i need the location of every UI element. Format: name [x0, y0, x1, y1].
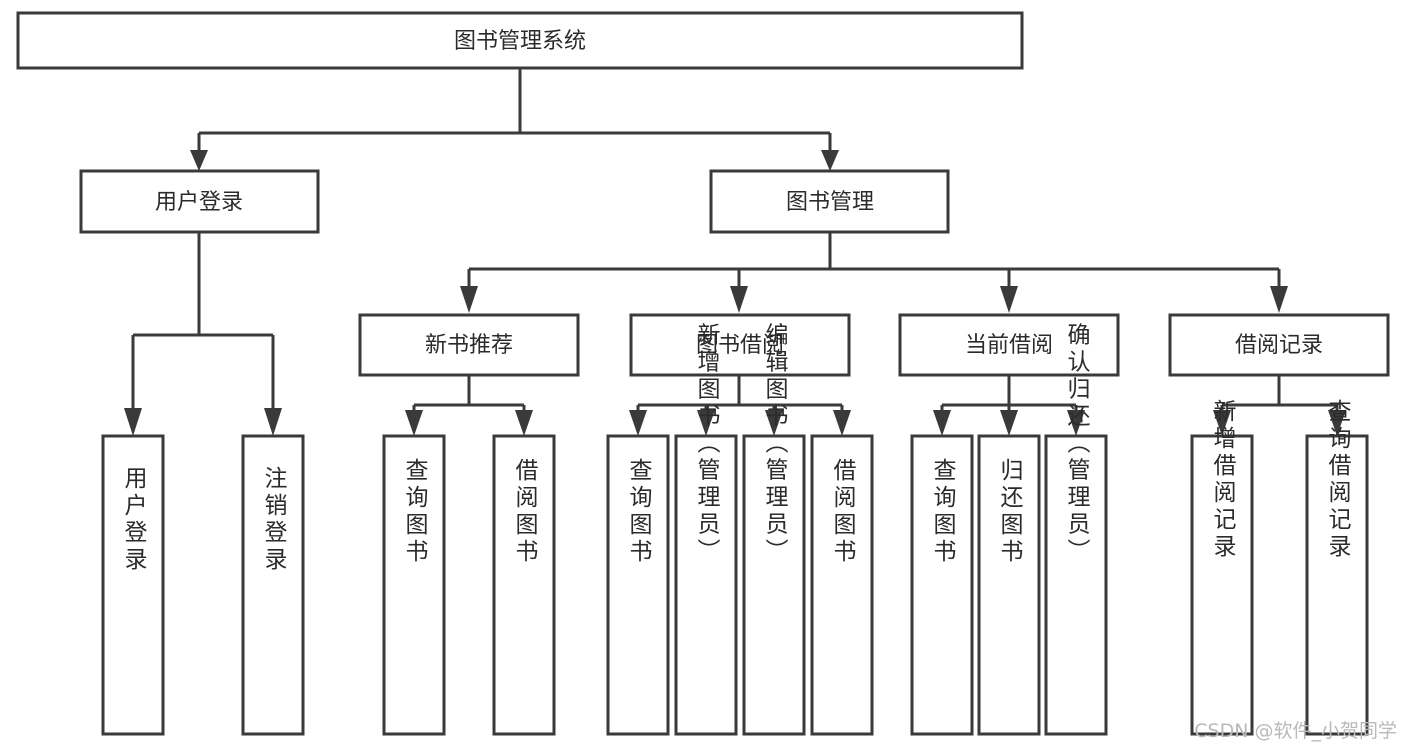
node-leaf-query-book-3[interactable]: 查询图书 — [910, 434, 974, 736]
arrow-to-user-login — [190, 150, 208, 171]
node-leaf-borrow-book-1-label: 借阅图书 — [511, 458, 539, 566]
node-leaf-edit-book-admin-label: 编辑图书（管理员） — [761, 323, 789, 566]
arrow-to-leaf-add-borrow-record — [1213, 410, 1231, 436]
node-leaf-borrow-book-2-box[interactable] — [810, 434, 874, 736]
node-leaf-query-book-2-box[interactable] — [606, 434, 670, 736]
node-leaf-return-book-label: 归还图书 — [996, 458, 1024, 566]
edge-group-user-login-leaves — [124, 232, 282, 436]
node-leaf-query-book-1[interactable]: 查询图书 — [382, 434, 446, 736]
arrow-to-leaf-borrow-book-2 — [833, 410, 851, 436]
node-leaf-query-borrow-record-label: 查询借阅记录 — [1324, 399, 1352, 561]
node-root-label: 图书管理系统 — [454, 29, 586, 54]
node-new-book-rec[interactable]: 新书推荐 — [358, 313, 580, 377]
node-new-book-rec-box[interactable] — [358, 313, 580, 377]
node-leaf-confirm-return-admin[interactable]: 确认归还（管理员） — [1044, 323, 1108, 736]
node-book-borrow-box[interactable] — [629, 313, 851, 377]
node-user-login-label: 用户登录 — [155, 190, 243, 215]
edge-group-book-borrow-leaves — [629, 375, 851, 436]
arrow-to-current-borrow — [1000, 286, 1018, 313]
node-current-borrow-box[interactable] — [898, 313, 1120, 377]
node-leaf-confirm-return-admin-label: 确认归还（管理员） — [1063, 323, 1091, 566]
node-leaf-add-book-admin-label: 新增图书（管理员） — [693, 323, 721, 566]
arrow-to-leaf-confirm-return-admin — [1067, 410, 1085, 436]
node-leaf-user-login-label: 用户登录 — [120, 466, 148, 574]
csdn-watermark: CSDN @软件_小贺同学 — [1194, 720, 1397, 742]
arrow-to-borrow-record — [1270, 286, 1288, 313]
node-user-login[interactable]: 用户登录 — [79, 169, 320, 234]
node-leaf-add-borrow-record[interactable]: 新增借阅记录 — [1190, 399, 1254, 736]
node-new-book-rec-label: 新书推荐 — [425, 333, 513, 358]
node-leaf-borrow-book-1[interactable]: 借阅图书 — [492, 434, 556, 736]
node-leaf-return-book[interactable]: 归还图书 — [977, 434, 1041, 736]
node-leaf-add-book-admin-box[interactable] — [674, 434, 738, 736]
node-leaf-add-borrow-record-label: 新增借阅记录 — [1209, 399, 1237, 561]
node-leaf-borrow-book-2[interactable]: 借阅图书 — [810, 434, 874, 736]
node-leaf-query-book-1-box[interactable] — [382, 434, 446, 736]
node-leaf-query-book-3-label: 查询图书 — [929, 458, 957, 566]
node-book-manage-label: 图书管理 — [786, 190, 874, 215]
node-borrow-record-label: 借阅记录 — [1235, 333, 1323, 358]
arrow-to-book-borrow — [730, 286, 748, 313]
arrow-to-leaf-borrow-book-1 — [515, 410, 533, 436]
edge-group-book-manage-to-level3 — [460, 232, 1288, 313]
node-leaf-add-borrow-record-box[interactable] — [1190, 434, 1254, 736]
node-current-borrow[interactable]: 当前借阅 — [898, 313, 1120, 377]
node-leaf-return-book-box[interactable] — [977, 434, 1041, 736]
arrow-to-leaf-query-book-2 — [629, 410, 647, 436]
arrow-to-leaf-add-book-admin — [697, 410, 715, 436]
node-leaf-logout-box[interactable] — [241, 434, 305, 736]
arrow-to-new-book-rec — [460, 286, 478, 313]
arrow-to-leaf-query-borrow-record — [1328, 410, 1346, 436]
node-current-borrow-label: 当前借阅 — [965, 333, 1053, 358]
node-book-borrow[interactable]: 图书借阅 — [629, 313, 851, 377]
arrow-to-leaf-query-book-1 — [405, 410, 423, 436]
arrow-to-leaf-return-book — [1000, 410, 1018, 436]
node-root[interactable]: 图书管理系统 — [16, 11, 1024, 70]
arrow-to-leaf-user-login — [124, 408, 142, 436]
node-leaf-add-book-admin[interactable]: 新增图书（管理员） — [674, 323, 738, 736]
node-leaf-query-borrow-record-box[interactable] — [1305, 434, 1369, 736]
node-book-manage-box[interactable] — [709, 169, 950, 234]
edge-group-current-borrow-leaves — [933, 375, 1085, 436]
arrow-to-leaf-query-book-3 — [933, 410, 951, 436]
node-leaf-borrow-book-2-label: 借阅图书 — [829, 458, 857, 566]
edge-group-borrow-record-leaves — [1213, 375, 1346, 436]
node-leaf-query-book-2[interactable]: 查询图书 — [606, 434, 670, 736]
node-borrow-record[interactable]: 借阅记录 — [1168, 313, 1390, 377]
node-borrow-record-box[interactable] — [1168, 313, 1390, 377]
arrow-to-book-manage — [821, 150, 839, 171]
node-leaf-logout[interactable]: 注销登录 — [241, 434, 305, 736]
node-leaf-logout-label: 注销登录 — [260, 466, 288, 574]
node-leaf-edit-book-admin[interactable]: 编辑图书（管理员） — [742, 323, 806, 736]
node-leaf-edit-book-admin-box[interactable] — [742, 434, 806, 736]
node-leaf-user-login[interactable]: 用户登录 — [101, 434, 165, 736]
arrow-to-leaf-edit-book-admin — [765, 410, 783, 436]
node-root-box[interactable] — [16, 11, 1024, 70]
edge-group-new-book-rec-leaves — [405, 375, 533, 436]
edge-group-root-to-level2 — [190, 68, 839, 171]
arrow-to-leaf-logout — [264, 408, 282, 436]
node-leaf-query-book-1-label: 查询图书 — [401, 458, 429, 566]
node-book-borrow-label: 图书借阅 — [696, 333, 784, 358]
node-leaf-query-book-2-label: 查询图书 — [625, 458, 653, 566]
node-user-login-box[interactable] — [79, 169, 320, 234]
node-leaf-query-borrow-record[interactable]: 查询借阅记录 — [1305, 399, 1369, 736]
node-leaf-query-book-3-box[interactable] — [910, 434, 974, 736]
node-book-manage[interactable]: 图书管理 — [709, 169, 950, 234]
node-leaf-borrow-book-1-box[interactable] — [492, 434, 556, 736]
node-leaf-user-login-box[interactable] — [101, 434, 165, 736]
node-leaf-confirm-return-admin-box[interactable] — [1044, 434, 1108, 736]
